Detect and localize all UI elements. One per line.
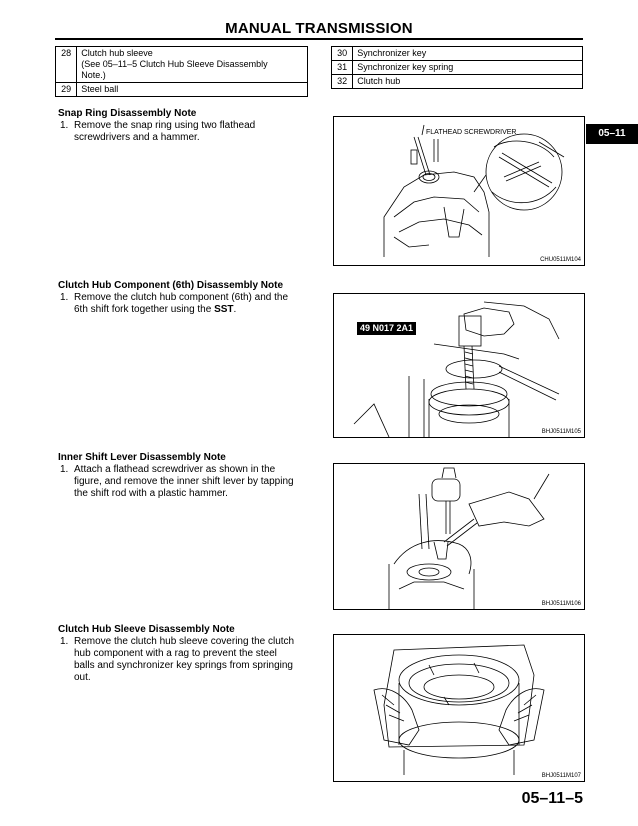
figure-label-flathead-screwdriver: FLATHEAD SCREWDRIVER [426,129,517,136]
page-number: 05–11–5 [521,790,583,807]
step-clutch-hub-sleeve: 1. Remove the clutch hub sleeve covering… [60,636,310,684]
part-number: 31 [330,60,354,75]
table-row: 30 Synchronizer key [330,46,583,61]
figure-code: BHJ0511M107 [541,773,581,779]
part-number: 29 [54,82,78,97]
header-rule [55,38,583,40]
part-description: Steel ball [76,82,308,97]
section-tab-badge: 05–11 [586,124,638,144]
snap-ring-illustration [383,124,565,257]
figure-snap-ring: FLATHEAD SCREWDRIVER CHU0511M104 [333,116,585,266]
table-row: 28 Clutch hub sleeve (See 05–11–5 Clutch… [54,46,308,83]
step-number: 1. [60,292,69,303]
part-description: Clutch hub [352,74,583,89]
part-description-line: Steel ball [81,84,119,94]
inner-shift-lever-illustration [388,467,550,609]
section-title-snap-ring: Snap Ring Disassembly Note [58,108,197,119]
sst-emphasis: SST [214,304,234,315]
step-snap-ring: 1. Remove the snap ring using two flathe… [60,120,310,144]
step-text-line: hub component with a rag to prevent the … [74,648,277,659]
step-number: 1. [60,120,69,131]
figure-code: BHJ0511M105 [541,429,581,435]
part-number: 28 [54,46,78,83]
figure-inner-shift-lever: BHJ0511M106 [333,463,585,610]
step-clutch-hub-component: 1. Remove the clutch hub component (6th)… [60,292,310,316]
sst-callout-label: 49 N017 2A1 [357,322,417,335]
step-text: Remove the snap ring using two flathead … [74,120,310,144]
page-header-title: MANUAL TRANSMISSION [225,20,413,37]
part-description: Synchronizer key spring [352,60,583,75]
step-text-line: out. [74,672,91,683]
table-row: 29 Steel ball [54,82,308,97]
table-row: 31 Synchronizer key spring [330,60,583,75]
parts-table-left: 28 Clutch hub sleeve (See 05–11–5 Clutch… [54,46,308,97]
step-text-segment: . [233,304,237,315]
clutch-hub-sleeve-illustration [373,644,545,775]
part-number: 30 [330,46,354,61]
figure-clutch-hub-sleeve: BHJ0511M107 [333,634,585,782]
section-title-clutch-hub-component: Clutch Hub Component (6th) Disassembly N… [58,280,284,291]
part-description-line: Clutch hub sleeve [81,48,153,58]
step-text-line: balls and synchronizer key springs from … [74,660,293,671]
parts-table-right: 30 Synchronizer key 31 Synchronizer key … [330,46,583,89]
step-text-segment: 6th shift fork together using the [74,304,215,315]
part-description-line: (See 05–11–5 Clutch Hub Sleeve Disassemb… [81,59,268,69]
part-number: 32 [330,74,354,89]
step-text: Attach a flathead screwdriver as shown i… [74,464,310,500]
part-description: Synchronizer key [352,46,583,61]
step-text-line: figure, and remove the inner shift lever… [74,476,294,487]
clutch-hub-sst-illustration [353,301,560,437]
step-text-line: 6th shift fork together using the SST. [74,304,310,316]
step-text-line: screwdrivers and a hammer. [74,132,200,143]
step-text-line: Remove the snap ring using two flathead [74,120,256,131]
step-text: Remove the clutch hub component (6th) an… [74,292,310,316]
step-text: Remove the clutch hub sleeve covering th… [74,636,310,684]
step-text-line: Remove the clutch hub component (6th) an… [74,292,289,303]
step-text-line: Attach a flathead screwdriver as shown i… [74,464,276,475]
step-number: 1. [60,464,69,475]
step-text-line: the shift rod with a plastic hammer. [74,488,228,499]
part-description-line: Note.) [81,70,106,80]
part-description: Clutch hub sleeve (See 05–11–5 Clutch Hu… [76,46,308,83]
section-title-inner-shift-lever: Inner Shift Lever Disassembly Note [58,452,226,463]
step-text-line: Remove the clutch hub sleeve covering th… [74,636,295,647]
step-inner-shift-lever: 1. Attach a flathead screwdriver as show… [60,464,310,500]
figure-code: CHU0511M104 [540,257,581,263]
section-title-clutch-hub-sleeve: Clutch Hub Sleeve Disassembly Note [58,624,235,635]
figure-clutch-hub-component: 49 N017 2A1 BHJ0511M105 [333,293,585,438]
step-number: 1. [60,636,69,647]
table-row: 32 Clutch hub [330,74,583,89]
figure-code: BHJ0511M106 [541,601,581,607]
